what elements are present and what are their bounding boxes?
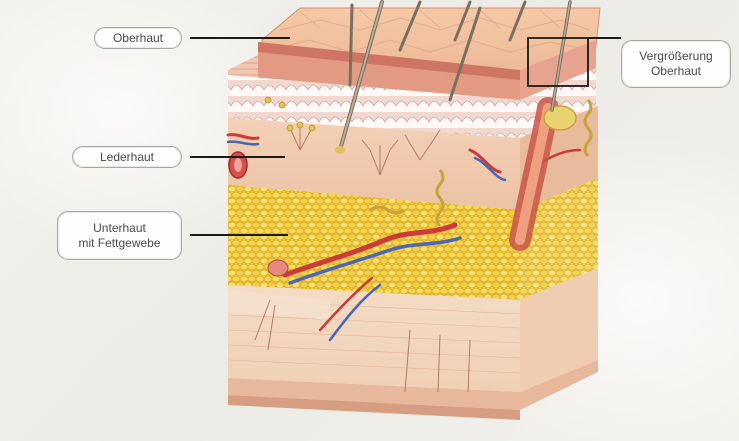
label-lederhaut: Lederhaut [72, 146, 182, 168]
label-vergroesserung-oberhaut: Vergrößerung Oberhaut [621, 40, 731, 88]
label-unterhaut: Unterhaut mit Fettgewebe [57, 211, 182, 260]
label-oberhaut: Oberhaut [94, 27, 182, 49]
